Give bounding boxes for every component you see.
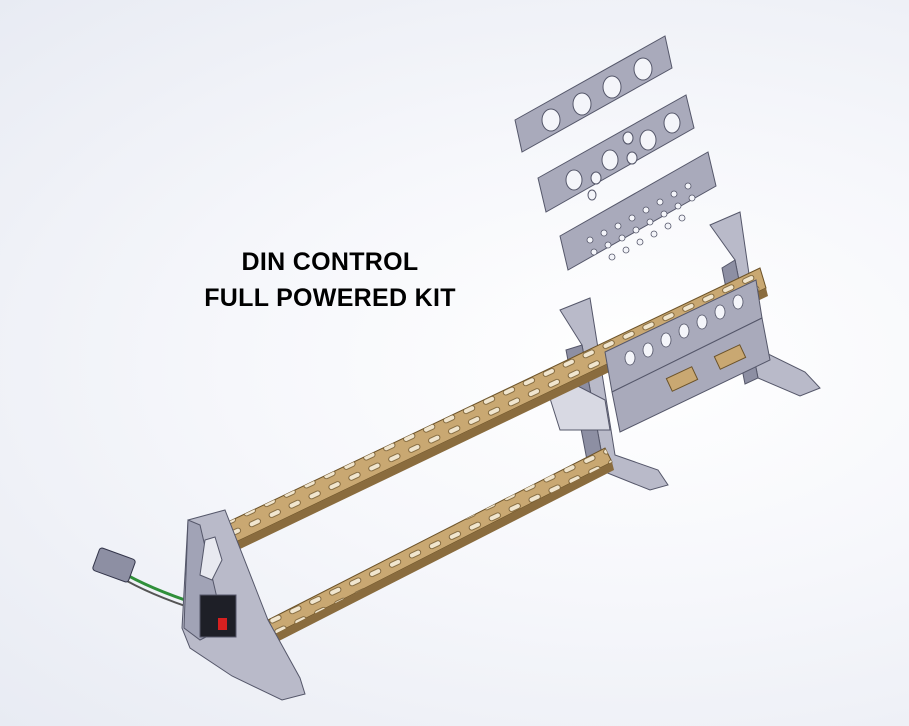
title-caption: DIN CONTROL FULL POWERED KIT bbox=[160, 244, 500, 316]
panel-small-holes bbox=[559, 151, 717, 271]
din-rail-lower bbox=[267, 447, 614, 642]
caption-line-1: DIN CONTROL bbox=[241, 248, 419, 276]
panel-mixed-holes bbox=[537, 94, 695, 213]
caption-line-2: FULL POWERED KIT bbox=[204, 284, 456, 312]
panel-large-holes bbox=[514, 35, 673, 153]
mounted-panel bbox=[604, 279, 771, 433]
left-end-stand bbox=[181, 509, 306, 701]
